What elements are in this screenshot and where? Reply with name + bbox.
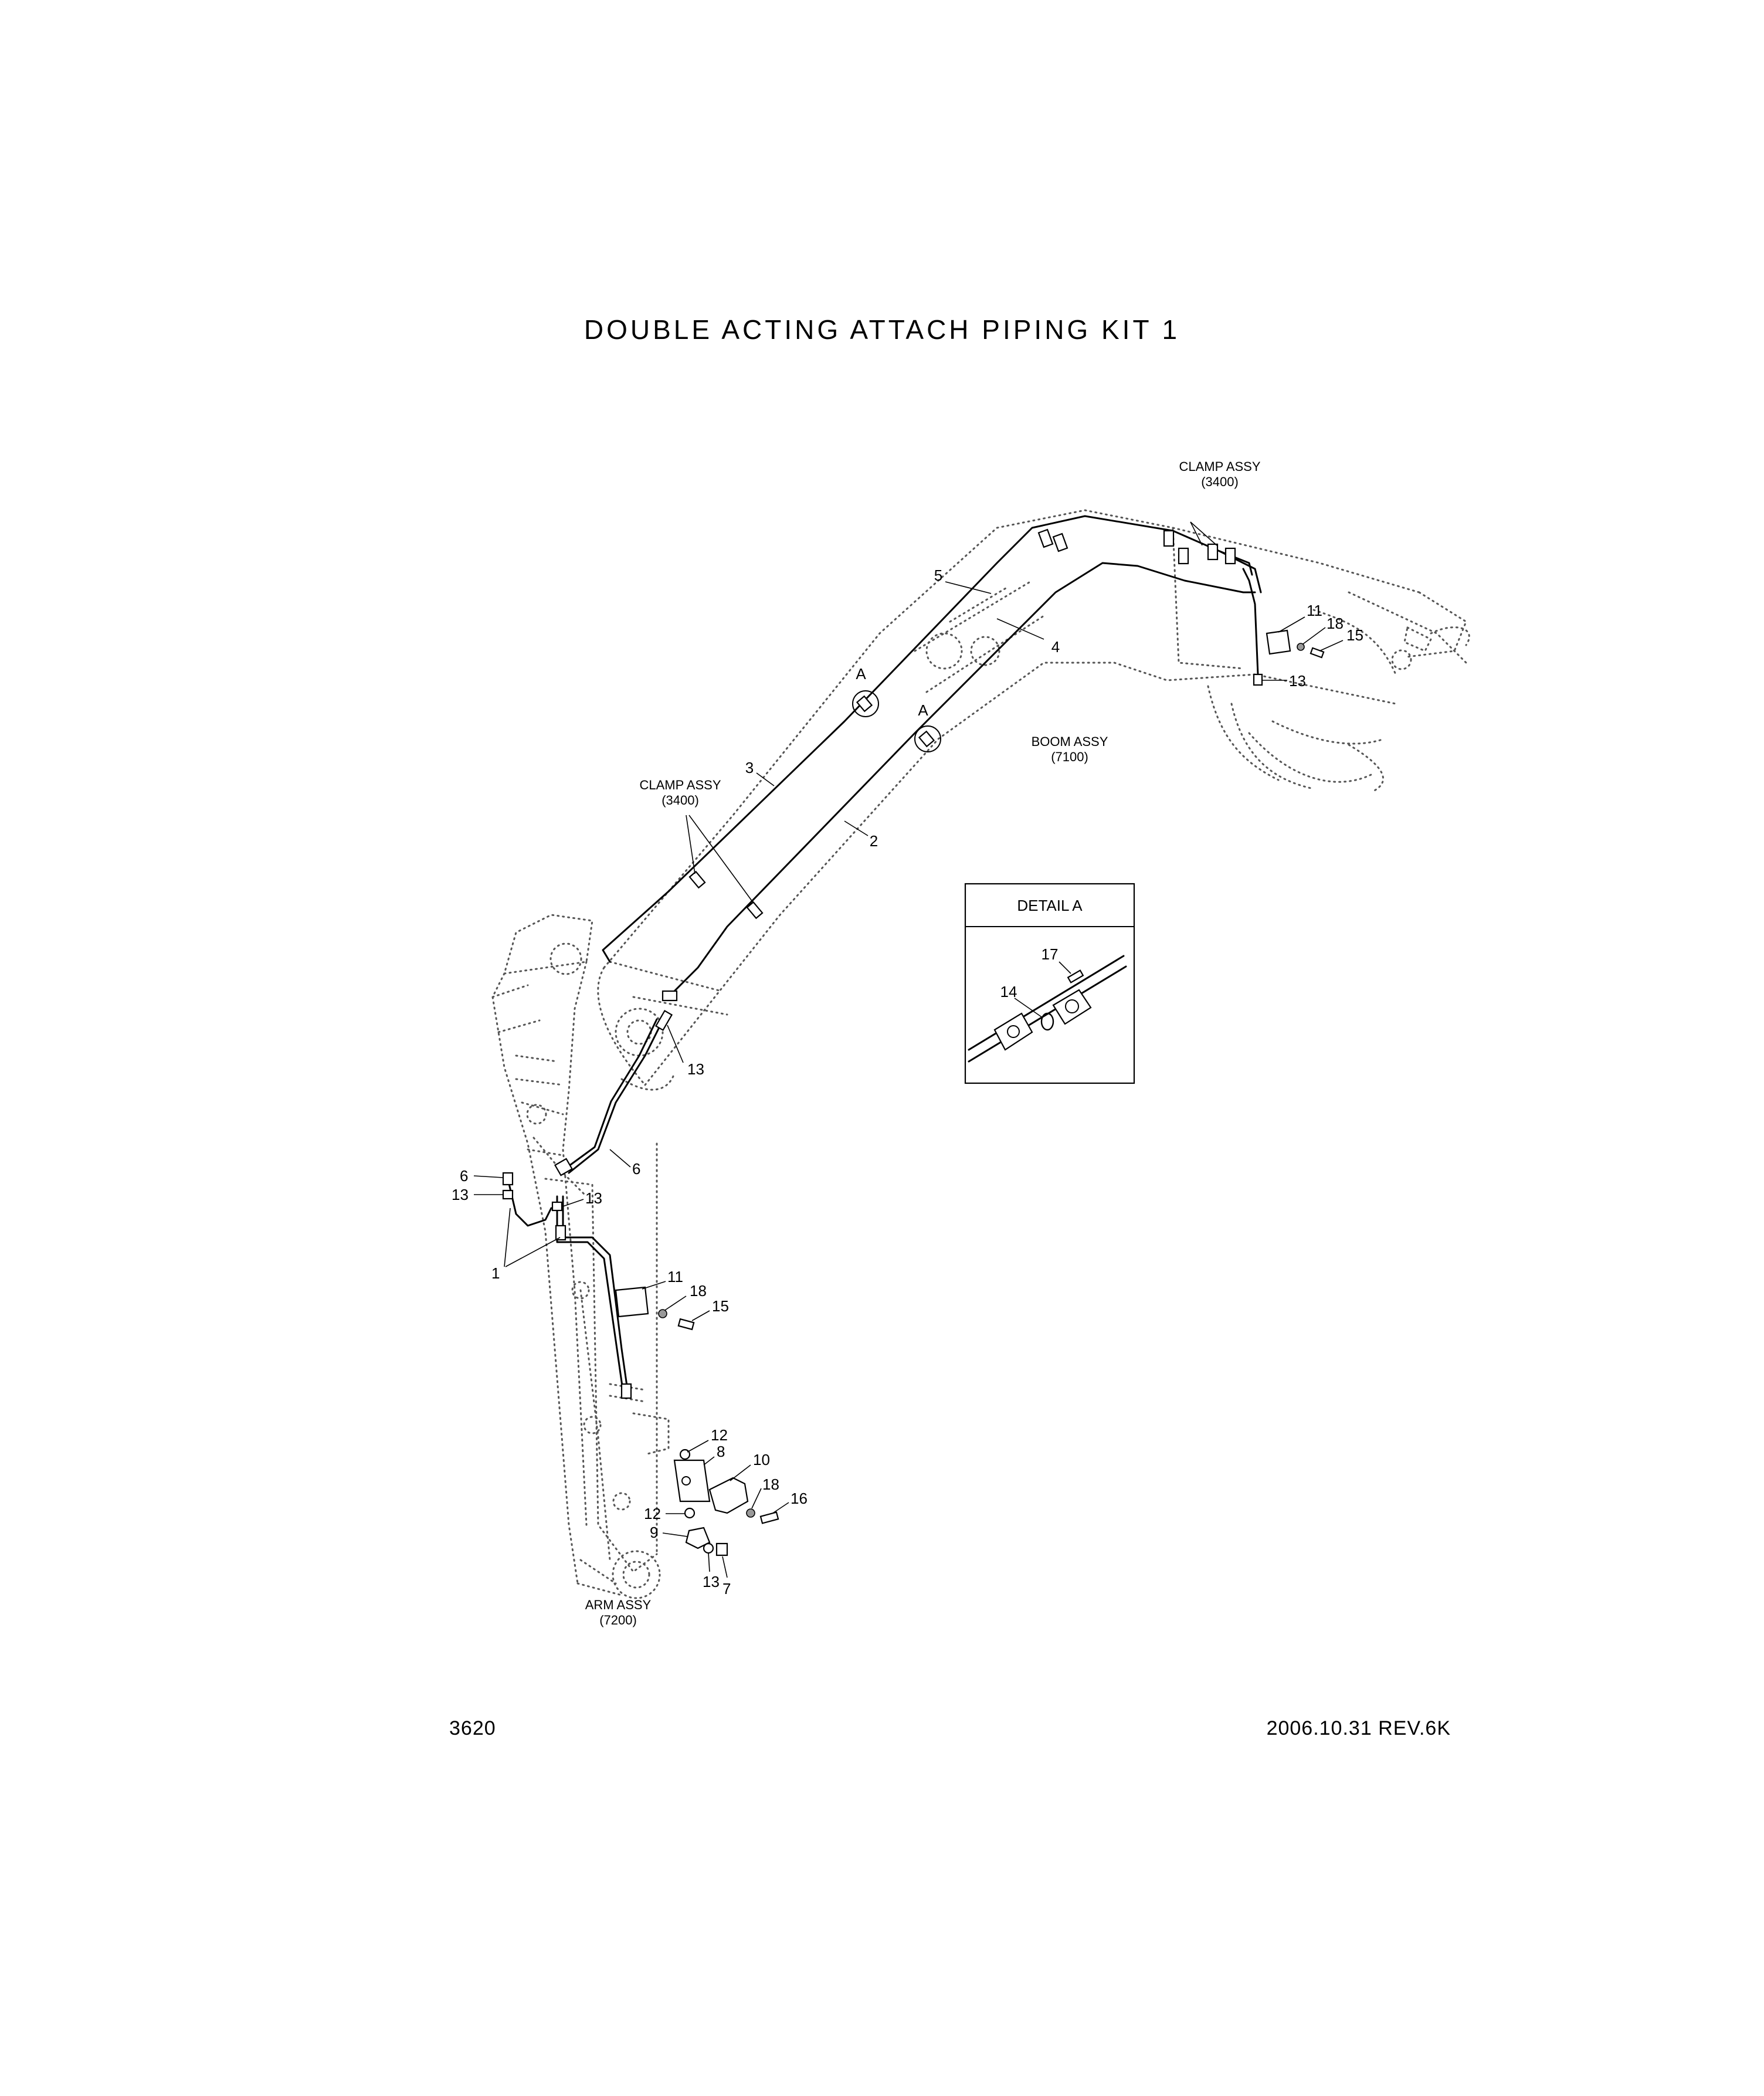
block-8-port [681,1476,691,1485]
fitting-1 [555,1225,566,1241]
detail-bolt-17 [1067,969,1084,983]
page-number: 3620 [449,1717,496,1739]
fitting-13-boom-nose [654,1010,673,1031]
fitting-13-right [1253,673,1263,686]
callout-7: 7 [722,1580,731,1598]
clamp-boom-nose [662,990,678,1002]
leader-lines [473,521,1344,1578]
callout-15-left: 15 [712,1297,729,1315]
bolt-16 [759,1511,779,1524]
oring-13-elbow [703,1542,714,1554]
boom-assy-code: (7100) [1051,749,1088,764]
detail-callout-17: 17 [1042,945,1059,963]
pipe-end-fitting [620,1383,632,1399]
callout-13-elbow: 13 [703,1573,720,1590]
washer-18-valve [746,1508,755,1518]
callout-8: 8 [717,1443,725,1460]
oring-12-top [679,1449,691,1460]
callout-4: 4 [1051,638,1060,656]
oring-12-bottom [684,1507,696,1519]
callout-13-boom-nose: 13 [687,1060,704,1078]
plug-7 [715,1542,728,1556]
callout-18-right: 18 [1327,615,1344,632]
bracket-10 [708,1477,749,1514]
clamp-assy-top-code: (3400) [1201,474,1239,489]
callout-10: 10 [753,1451,770,1468]
revision-date: 2006.10.31 REV.6K [1267,1717,1451,1739]
clamp-assy-top-label: CLAMP ASSY [1179,459,1261,474]
fitting-6-left [502,1172,514,1186]
clamp-assy-left-code: (3400) [662,793,699,808]
detail-marker-a-lower: A [918,701,928,719]
detail-flange-right-bore [1065,999,1079,1013]
callout-3: 3 [745,759,754,776]
boom-assy-label: BOOM ASSY [1032,734,1108,749]
elbow-9 [685,1527,711,1549]
clamp-mid [688,870,764,920]
clamp-assy-left-label: CLAMP ASSY [640,778,721,792]
piping-lines [507,515,1262,1391]
callout-18-valve: 18 [762,1476,779,1493]
boom-arm-ghost-outline [491,509,1470,1599]
callout-numbers: 5 4 3 2 11 18 15 13 13 6 6 13 13 1 11 18… [452,567,1363,1598]
bolt-15-right [1310,647,1325,659]
diagram-title: DOUBLE ACTING ATTACH PIPING KIT 1 [584,314,1180,345]
callout-15-right: 15 [1346,626,1363,644]
callout-1: 1 [491,1264,500,1282]
detail-flange-left-bore [1007,1025,1020,1038]
oring-13-mid [551,1201,563,1212]
detail-oring-14 [1040,1012,1054,1031]
flange-detail-a-upper [852,690,879,717]
callout-18-left: 18 [690,1282,707,1300]
fittings-clamps [502,528,1325,1556]
detail-callout-14: 14 [1000,983,1017,1000]
clamp-top-right [1163,530,1236,565]
flange-detail-a-lower [914,725,941,752]
washer-18-left [658,1309,667,1318]
callout-13-mid: 13 [585,1189,602,1207]
callout-13-left: 13 [452,1186,469,1203]
oring-13-left [502,1189,514,1200]
detail-marker-a-upper: A [856,665,866,683]
clamp-11-left [615,1286,649,1318]
clamp-11-right [1266,629,1291,655]
callout-12-top: 12 [711,1426,728,1444]
assembly-labels: CLAMP ASSY (3400) CLAMP ASSY (3400) BOOM… [585,459,1261,1627]
block-8 [673,1459,711,1503]
fitting-6-hose [554,1158,574,1176]
callout-9: 9 [650,1524,658,1541]
callout-13-right: 13 [1289,672,1306,690]
bolt-15-left [677,1318,695,1331]
callout-12-bottom: 12 [644,1505,661,1522]
callout-5: 5 [934,567,942,584]
washer-18-right [1297,643,1305,651]
arm-assy-code: (7200) [599,1613,637,1627]
detail-a-title: DETAIL A [1017,897,1083,914]
callout-6-hose: 6 [632,1160,640,1178]
callout-11-left: 11 [667,1268,683,1286]
callout-2: 2 [870,832,878,850]
detail-a-box: DETAIL A 17 14 [964,883,1135,1084]
callout-16: 16 [791,1490,808,1507]
callout-11-right: 11 [1307,602,1322,619]
clamp-top-left [1037,528,1068,552]
callout-6-left: 6 [460,1167,468,1185]
arm-assy-label: ARM ASSY [585,1598,652,1612]
